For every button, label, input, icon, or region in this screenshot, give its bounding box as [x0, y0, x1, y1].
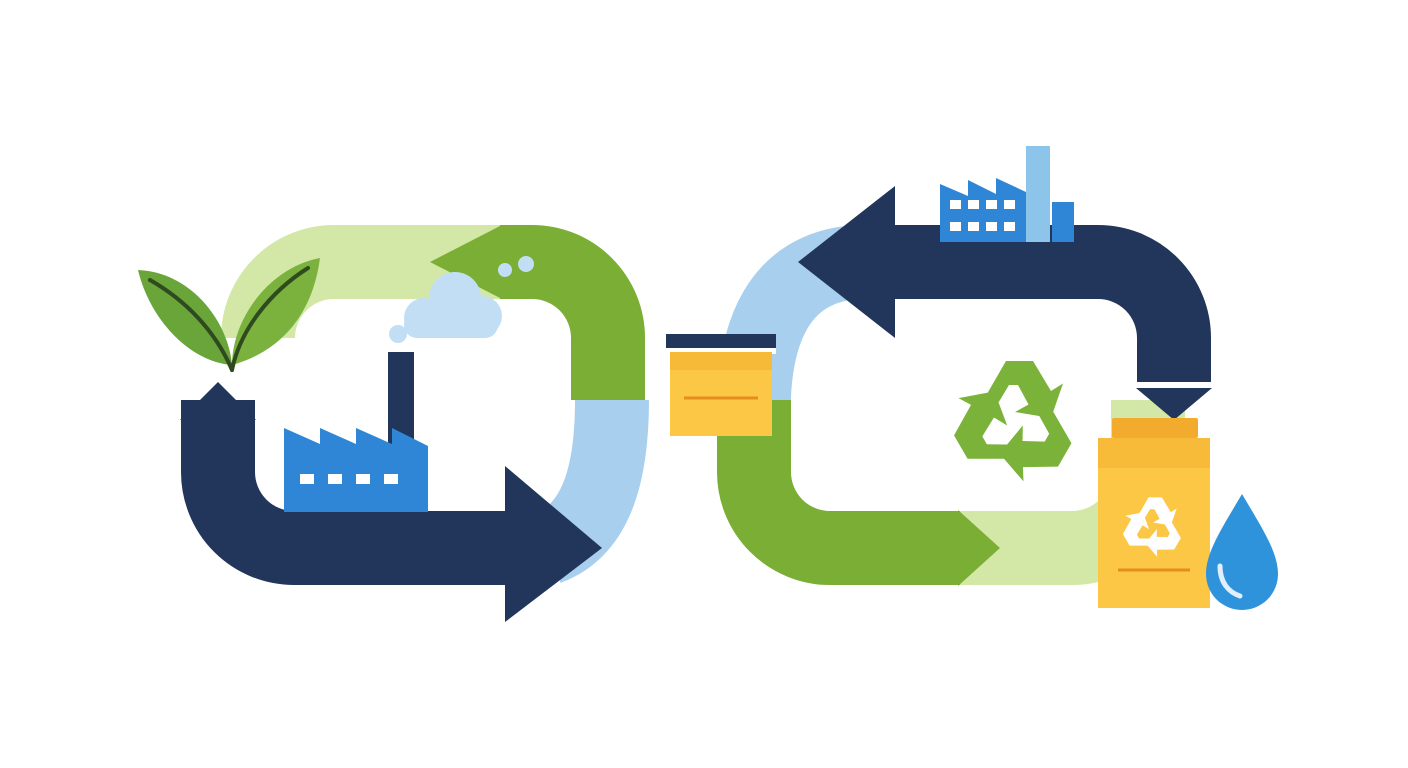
left-green-arrowhead — [430, 226, 500, 298]
left-navy-arrow-tail — [180, 382, 256, 420]
factory-icon — [284, 352, 428, 512]
left-loop-green-arrow — [430, 225, 645, 400]
left-navy-arrowhead — [505, 466, 602, 622]
right-loop-navy-arrow — [798, 186, 1212, 420]
recycle-bag-icon — [1098, 418, 1210, 608]
leaf-icon — [138, 258, 320, 372]
left-loop-navy-arrow — [180, 382, 602, 622]
recycle-icon — [939, 361, 1083, 493]
cloud-icon — [389, 256, 534, 343]
factory-small-icon — [940, 146, 1074, 242]
right-green-arrowhead — [958, 510, 1000, 586]
water-drop-icon — [1206, 494, 1278, 610]
right-loop-back-bands — [716, 225, 1185, 585]
package-box-icon — [666, 334, 776, 436]
right-loop-green-arrow — [717, 400, 1000, 586]
right-navy-arrow-tail — [1136, 388, 1212, 420]
right-navy-arrowhead — [798, 186, 895, 338]
